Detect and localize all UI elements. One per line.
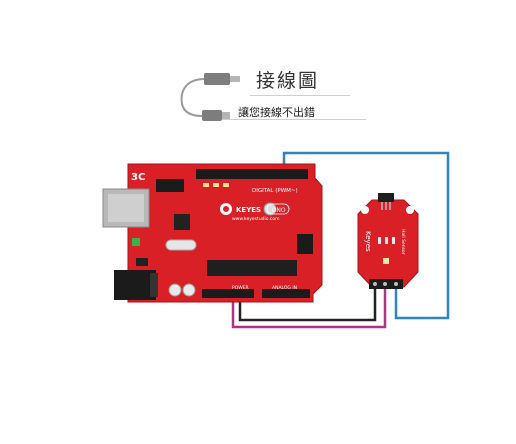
sensor-brand-label: Keyes (364, 231, 372, 252)
gnd-wire (238, 288, 377, 322)
usb-chip (174, 214, 190, 230)
crystal (165, 239, 197, 251)
analog-header (262, 289, 310, 298)
uno-badge: UNO (272, 207, 286, 214)
hall-sensor-chip (378, 193, 394, 202)
digital-header (196, 169, 308, 179)
diagram-subtitle: 讓您接線不出錯 (238, 106, 315, 119)
website-label: www.keyestudio.com (232, 216, 280, 222)
analog-label: ANALOG IN (272, 285, 297, 291)
diagram-title: 接線圖 (256, 70, 320, 92)
vcc-wire (231, 288, 387, 329)
signal-wire (282, 151, 450, 320)
subtitle-divider (218, 119, 366, 120)
icsp-header-top (156, 179, 184, 192)
power-label: POWER (232, 285, 249, 291)
arduino-board: 3C DIGITAL (PWM~) KEYES UNO www.keyestud… (102, 163, 323, 303)
keyes-logo: KEYES UNO www.keyestudio.com (220, 203, 290, 222)
digital-label: DIGITAL (PWM~) (252, 188, 298, 194)
atmega-chip (207, 260, 297, 276)
svg-text:KEYES: KEYES (236, 206, 261, 214)
icsp-header-right (297, 234, 313, 254)
dc-power-jack (114, 270, 156, 300)
corner-mark: 3C (131, 172, 145, 183)
usb-cable-icon (180, 73, 240, 121)
hall-sensor-module: Keyes Hall Sensor (357, 193, 419, 289)
power-header (202, 289, 254, 298)
title-divider (250, 95, 350, 96)
reset-button (263, 202, 277, 216)
sensor-name-label: Hall Sensor (400, 229, 406, 255)
